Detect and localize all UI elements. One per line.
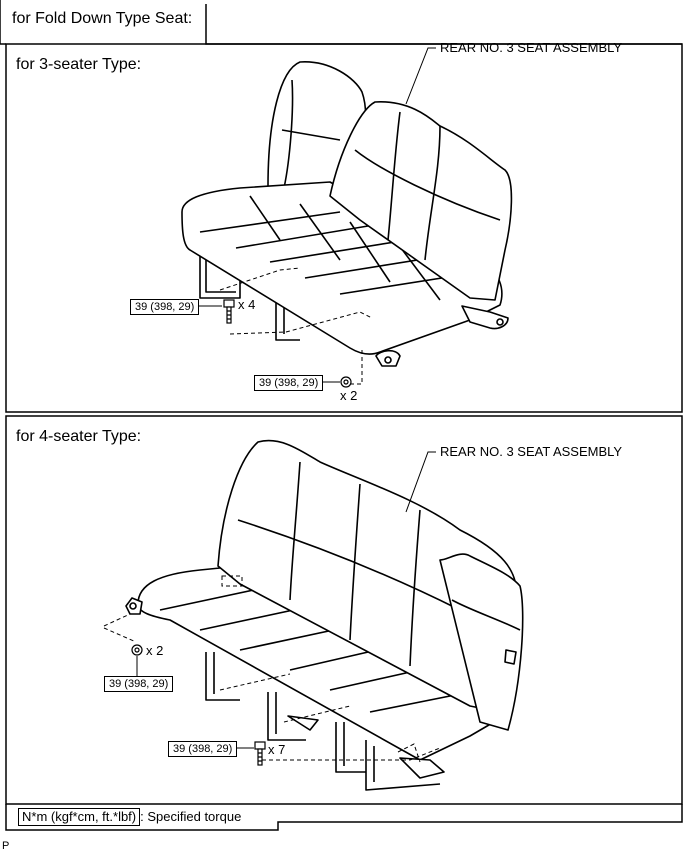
bolt-icon [223, 299, 235, 324]
header-title: for Fold Down Type Seat: [12, 10, 193, 27]
seat-illustration-4-seater [125, 439, 524, 791]
legend-unit-key: N*m (kgf*cm, ft.*lbf) [18, 808, 141, 826]
panel-3-seater-border [5, 43, 683, 413]
footer-mark: P [2, 840, 10, 852]
panel-4-seater-border [5, 415, 683, 805]
quantity-label: x 2 [340, 388, 358, 403]
bolt-icon [254, 741, 266, 766]
callout-line-3-seater [196, 47, 436, 307]
torque-spec-box: 39 (398, 29) [168, 741, 238, 757]
callout-rear-seat-assembly-4-seater: REAR NO. 3 SEAT ASSEMBLY [440, 444, 623, 459]
quantity-label: x 7 [268, 742, 286, 757]
nut-icon [340, 376, 352, 388]
torque-spec-box: 39 (398, 29) [254, 375, 324, 391]
torque-spec-box: 39 (398, 29) [104, 676, 174, 692]
nut-icon [131, 644, 143, 656]
seat-illustration-3-seater [181, 61, 513, 367]
panel-4-seater-title: for 4-seater Type: [16, 428, 142, 445]
legend-description: : Specified torque [140, 809, 242, 824]
quantity-label: x 2 [146, 643, 164, 658]
callout-line-4-seater [136, 451, 436, 749]
quantity-label: x 4 [238, 297, 256, 312]
torque-spec-box: 39 (398, 29) [130, 299, 200, 315]
legend-tab-border [5, 804, 683, 831]
callout-rear-seat-assembly-3-seater: REAR NO. 3 SEAT ASSEMBLY [440, 40, 623, 55]
legend: N*m (kgf*cm, ft.*lbf): Specified torque [18, 808, 241, 826]
panel-3-seater-title: for 3-seater Type: [16, 56, 142, 73]
leaders-4-seater [103, 575, 441, 763]
